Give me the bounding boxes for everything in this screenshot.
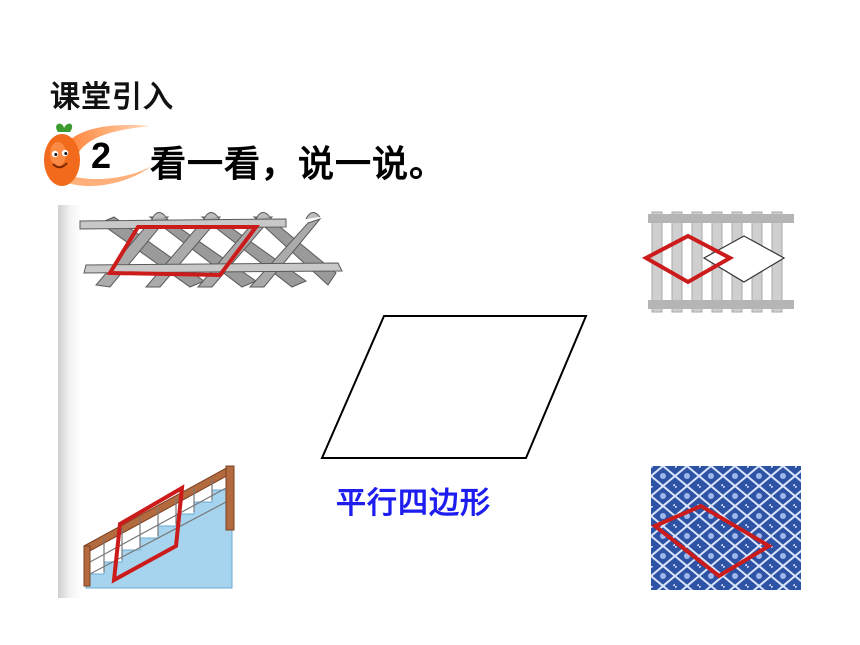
lattice-fence-picture	[79, 212, 343, 288]
left-shadow-strip	[58, 205, 82, 598]
railing-diamond-highlight	[641, 233, 735, 285]
question-number: 2	[91, 135, 111, 176]
patterned-fabric-picture	[651, 466, 801, 590]
question-text: 看一看，说一说。	[150, 144, 447, 185]
fence-parallelogram-highlight	[106, 225, 260, 278]
stair-railing-picture	[83, 465, 235, 589]
fabric-parallelogram-highlight	[651, 503, 773, 579]
parallelogram-label: 平行四边形	[336, 486, 491, 521]
carrot-mascot-icon: 2	[44, 123, 152, 187]
stair-parallelogram-highlight	[111, 484, 185, 584]
parallelogram-shape	[320, 315, 588, 459]
railing-diamond-picture	[641, 211, 794, 313]
section-title: 课堂引入	[50, 80, 174, 115]
